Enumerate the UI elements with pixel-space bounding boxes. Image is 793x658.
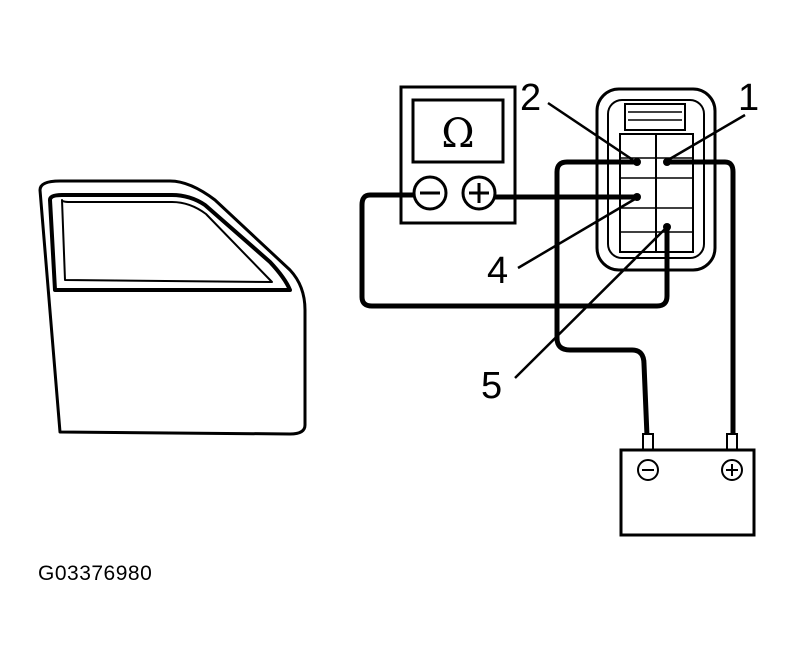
battery-positive-icon [721,459,743,481]
wire-pin1-to-battery-pos [667,159,736,436]
connector-icon [595,87,717,272]
leader-5 [514,228,666,379]
leader-1 [667,113,746,162]
battery-icon [619,433,756,537]
wires [359,159,736,437]
callout-5: 5 [481,365,502,407]
wire-meter-neg-to-pin5 [359,192,670,309]
leader-2 [547,101,634,162]
wire-pin2-to-battery-neg [554,159,650,437]
meter-positive-terminal [461,175,497,211]
callout-1: 1 [738,77,759,119]
callout-2: 2 [520,77,541,119]
meter-negative-terminal [412,175,448,211]
battery-negative-icon [637,459,659,481]
callout-4: 4 [487,250,508,292]
figure-id: G03376980 [38,562,153,585]
ohm-symbol: Ω [441,111,474,157]
leader-4 [517,197,636,270]
door-panel-icon [38,179,307,436]
ohmmeter-icon: Ω [399,85,517,225]
leader-lines [514,101,746,379]
